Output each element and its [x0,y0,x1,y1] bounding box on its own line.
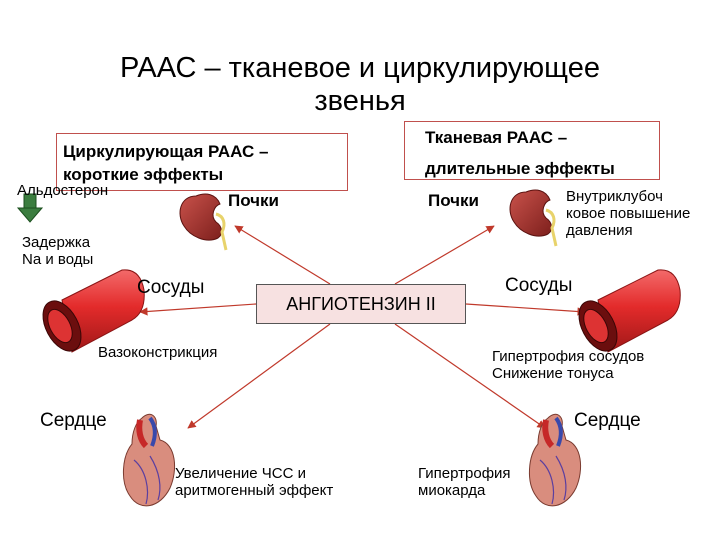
circulating-raas-title: Циркулирующая РААС – короткие эффекты [57,134,347,186]
arrow-to-right-heart [394,323,546,429]
circulating-raas-line-1: Циркулирующая РААС – [63,142,269,161]
left-heart-label: Сердце [40,410,107,431]
vasoconstriction-label: Вазоконстрикция [98,344,218,361]
heart-rate-effect-label: Увеличение ЧСС и аритмогенный эффект [175,465,334,499]
right-kidney-icon [509,189,558,247]
left-vessel-icon [42,269,145,353]
arrows [139,225,586,429]
tissue-raas-line-1: Тканевая РААС – [425,128,568,147]
arrow-to-left-vessel [139,303,257,316]
aldosterone-label: Альдостерон [17,182,109,199]
arrow-to-right-vessel [465,303,586,316]
angiotensin-ii-box: АНГИОТЕНЗИН II [256,284,466,324]
tissue-raas-line-2: длительные эффекты [425,159,615,178]
circulating-raas-box: Циркулирующая РААС – короткие эффекты [56,133,348,191]
right-heart-label: Сердце [574,410,641,431]
myocardial-hypertrophy-label: Гипертрофия миокарда [418,465,511,499]
left-kidney-label: Почки [228,191,280,210]
left-heart-icon [123,413,176,507]
right-vessel-icon [578,269,681,353]
page-title: РААС – тканевое и циркулирующее звенья [60,52,660,118]
right-heart-icon [529,413,582,507]
intraglomerular-pressure-label: Внутриклубоч ковое повышение давления [566,188,691,239]
left-vessels-label: Сосуды [137,277,205,298]
arrow-to-left-kidney [234,225,331,285]
arrow-to-right-kidney [394,225,495,285]
sodium-retention-label: Задержка Na и воды [22,234,94,268]
left-kidney-icon [179,193,228,251]
aldosterone-down-arrow [16,193,44,223]
right-kidney-label: Почки [428,191,480,210]
right-vessels-label: Сосуды [505,275,573,296]
title-line-1: РААС – тканевое и циркулирующее [120,52,600,84]
vascular-hypertrophy-label: Гипертрофия сосудов Снижение тонуса [492,348,645,382]
arrow-to-left-heart [187,323,331,429]
title-line-2: звенья [314,85,406,117]
tissue-raas-title: Тканевая РААС – длительные эффекты [405,122,659,180]
circulating-raas-line-2: короткие эффекты [63,165,224,184]
tissue-raas-box: Тканевая РААС – длительные эффекты [404,121,660,180]
